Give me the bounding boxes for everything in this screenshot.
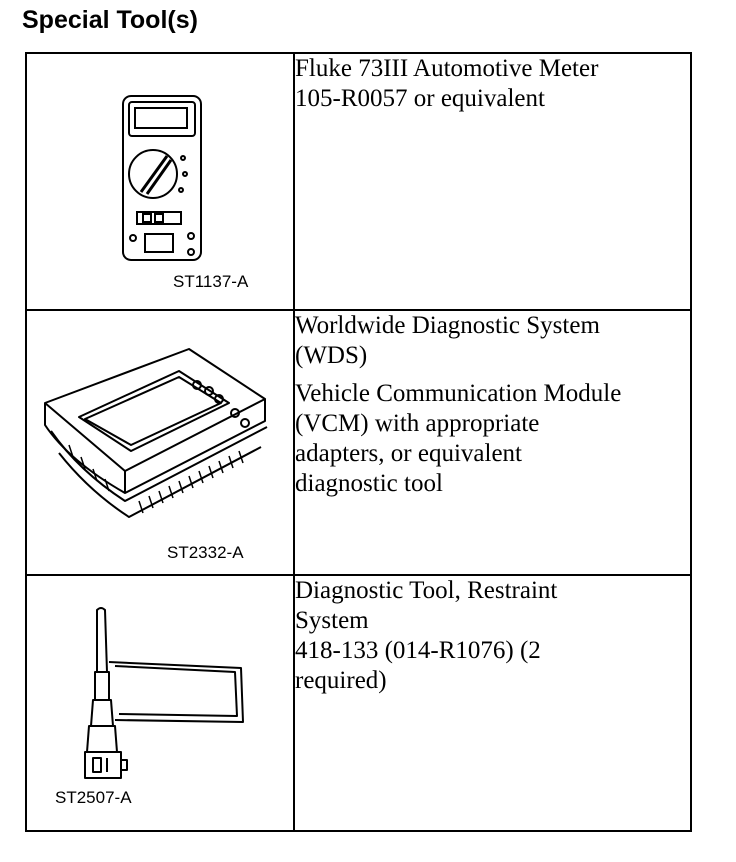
description-line: Fluke 73III Automotive Meter bbox=[295, 55, 599, 82]
special-tools-table: ST1137-A Fluke 73III Automotive Meter 10… bbox=[25, 52, 692, 832]
description-line: diagnostic tool bbox=[295, 470, 443, 497]
tool-caption: ST1137-A bbox=[173, 272, 249, 291]
tool-image-cell: ST1137-A bbox=[25, 52, 295, 311]
description-block: Vehicle Communication Module (VCM) with … bbox=[295, 379, 690, 499]
restraint-tool-icon bbox=[84, 607, 244, 779]
description-line: System bbox=[295, 607, 369, 634]
tool-description-cell: Worldwide Diagnostic System (WDS) Vehicl… bbox=[293, 309, 692, 576]
diagnostic-tablet-icon bbox=[44, 348, 268, 518]
table-row: ST2332-A Worldwide Diagnostic System (WD… bbox=[25, 309, 692, 576]
tool-image-cell: ST2507-A bbox=[25, 574, 295, 832]
tool-image-cell: ST2332-A bbox=[25, 309, 295, 576]
tool-description-cell: Fluke 73III Automotive Meter 105-R0057 o… bbox=[293, 52, 692, 311]
multimeter-icon bbox=[122, 95, 202, 261]
description-line: (VCM) with appropriate bbox=[295, 410, 540, 437]
description-line: 418-133 (014-R1076) (2 bbox=[295, 637, 541, 664]
table-row: ST1137-A Fluke 73III Automotive Meter 10… bbox=[25, 52, 692, 311]
description-line: Worldwide Diagnostic System bbox=[295, 312, 600, 339]
description-block: Worldwide Diagnostic System (WDS) bbox=[295, 311, 690, 371]
description-line: 105-R0057 or equivalent bbox=[295, 85, 545, 112]
description-line: required) bbox=[295, 667, 387, 694]
description-line: Vehicle Communication Module bbox=[295, 380, 622, 407]
tool-caption: ST2507-A bbox=[55, 788, 132, 807]
description-block: Fluke 73III Automotive Meter 105-R0057 o… bbox=[295, 54, 690, 114]
table-row: ST2507-A Diagnostic Tool, Restraint Syst… bbox=[25, 574, 692, 832]
page-title: Special Tool(s) bbox=[22, 6, 198, 34]
description-line: adapters, or equivalent bbox=[295, 440, 522, 467]
description-line: (WDS) bbox=[295, 342, 368, 369]
description-line: Diagnostic Tool, Restraint bbox=[295, 577, 558, 604]
description-block: Diagnostic Tool, Restraint System 418-13… bbox=[295, 576, 690, 696]
tool-description-cell: Diagnostic Tool, Restraint System 418-13… bbox=[293, 574, 692, 832]
tool-caption: ST2332-A bbox=[167, 543, 244, 562]
